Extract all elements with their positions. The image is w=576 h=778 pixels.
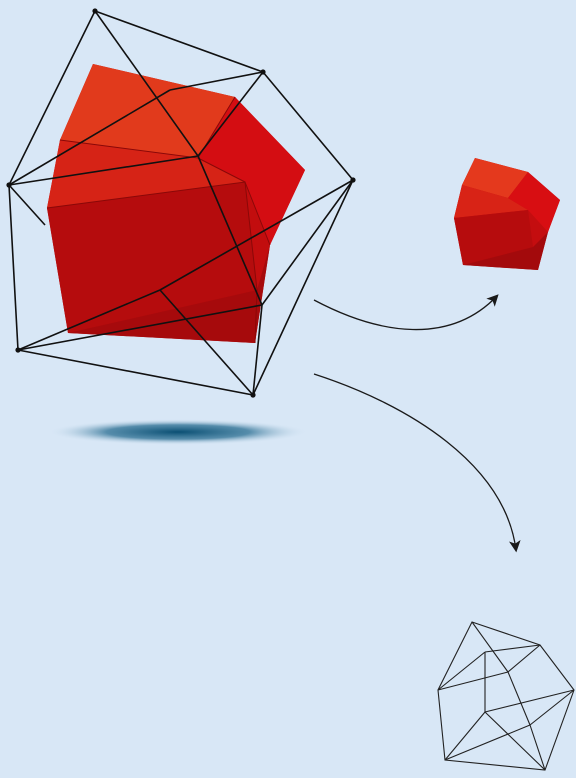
vertex-dot	[350, 177, 355, 182]
vertex-dot	[15, 347, 20, 352]
vertex-dot	[260, 69, 265, 74]
vertex-dot	[250, 392, 255, 397]
vertex-dot	[92, 8, 97, 13]
floor-shadow	[48, 419, 308, 445]
vertex-dot	[6, 182, 11, 187]
